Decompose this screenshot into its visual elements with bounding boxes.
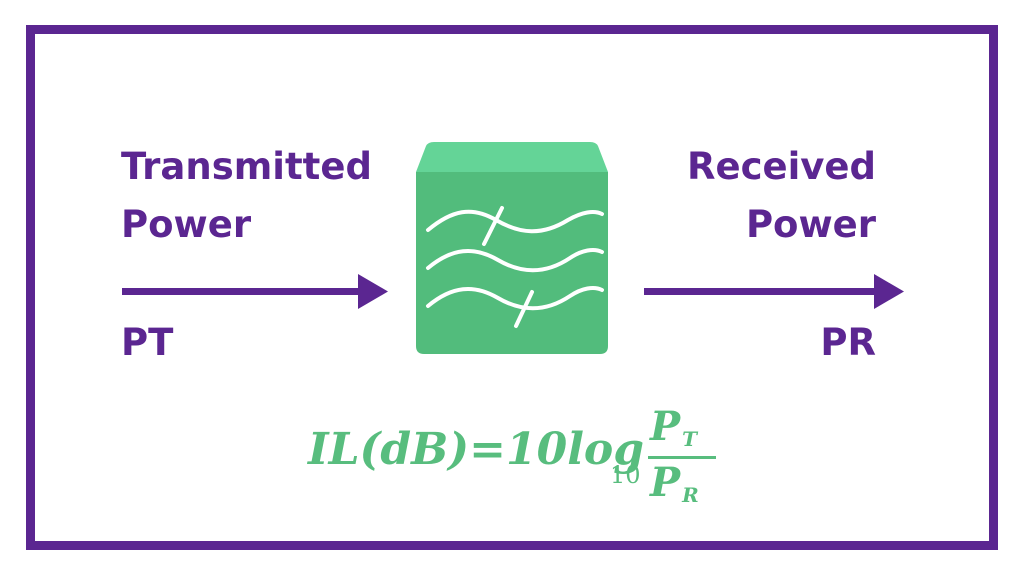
pt-symbol: PT: [121, 321, 174, 364]
formula-log-base: 10: [610, 461, 641, 489]
received-power-label: Received Power: [687, 138, 876, 254]
transmitted-power-label: Transmitted Power: [121, 138, 372, 254]
diagram-frame: [26, 25, 998, 550]
fraction-bar: [648, 456, 716, 459]
filter-waves-icon: [416, 142, 608, 354]
output-arrow-icon: [644, 274, 904, 309]
received-title: Received: [687, 145, 876, 188]
formula-main: IL(dB)=10log: [308, 424, 645, 475]
denominator-symbol: P: [650, 459, 681, 506]
denominator-subscript: R: [682, 483, 699, 507]
transmitted-title: Transmitted: [121, 145, 372, 188]
input-arrow-icon: [122, 274, 388, 309]
numerator-subscript: T: [682, 427, 697, 451]
pr-symbol: PR: [820, 321, 876, 364]
received-title-power: Power: [745, 203, 876, 246]
transmitted-title-power: Power: [121, 203, 252, 246]
numerator-symbol: P: [650, 403, 681, 450]
